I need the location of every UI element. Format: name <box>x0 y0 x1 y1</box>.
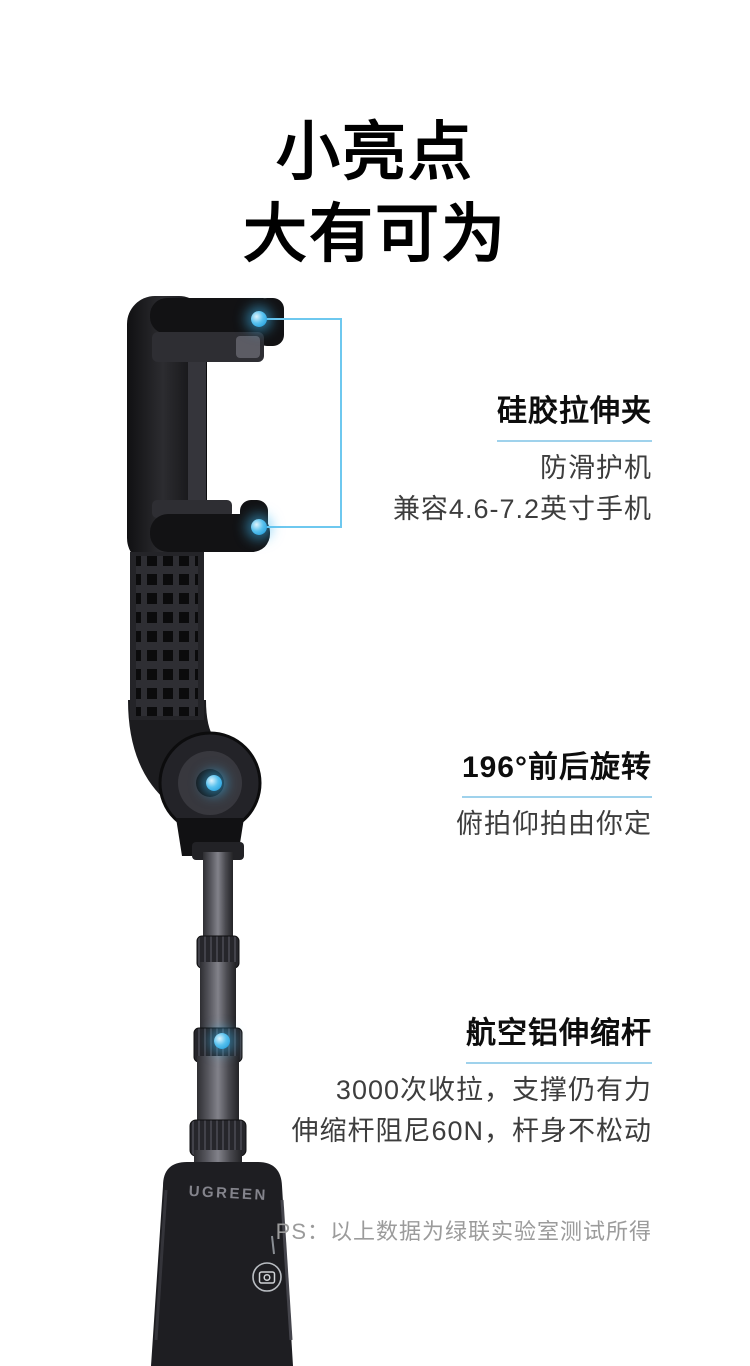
handle: UGREEN <box>151 1162 293 1366</box>
telescopic-rod <box>189 852 247 1168</box>
callout-line: 俯拍仰拍由你定 <box>456 809 652 839</box>
phone-clamp <box>127 296 284 827</box>
callout-dot-clamp-bottom <box>251 519 267 535</box>
brand-logo: UGREEN <box>188 1183 268 1204</box>
lab-test-footnote: PS：以上数据为绿联实验室测试所得 <box>275 1219 652 1244</box>
callout-line: 伸缩杆阻尼60N，杆身不松动 <box>291 1115 652 1146</box>
callout-dot-rod <box>214 1033 230 1049</box>
page-title: 小亮点 大有可为 <box>0 112 750 276</box>
tilt-pivot-joint <box>158 731 262 860</box>
callout-bracket-vertical-line <box>340 318 342 528</box>
camera-shutter-icon <box>252 1262 282 1292</box>
callout-rotation: 196°前后旋转 俯拍仰拍由你定 <box>456 742 652 845</box>
callout-dot-pivot <box>206 775 222 791</box>
callout-aluminium-rod: 航空铝伸缩杆 3000次收拉，支撑仍有力 伸缩杆阻尼60N，杆身不松动 <box>291 1008 652 1151</box>
title-line-2: 大有可为 <box>243 197 507 270</box>
callout-silicone-clamp: 硅胶拉伸夹 防滑护机 兼容4.6-7.2英寸手机 <box>393 386 652 529</box>
callout-line: 3000次收拉，支撑仍有力 <box>335 1075 652 1105</box>
callout-bracket-top-line <box>262 318 342 320</box>
title-line-1: 小亮点 <box>276 116 474 188</box>
callout-heading: 196°前后旋转 <box>461 742 652 798</box>
callout-bracket-bottom-line <box>262 526 342 528</box>
callout-heading: 航空铝伸缩杆 <box>466 1008 652 1064</box>
callout-line: 防滑护机 <box>540 453 652 483</box>
vent-grid <box>136 556 198 716</box>
callout-dot-clamp-top <box>251 311 267 327</box>
callout-line: 兼容4.6-7.2英寸手机 <box>392 493 652 524</box>
callout-heading: 硅胶拉伸夹 <box>497 386 652 442</box>
